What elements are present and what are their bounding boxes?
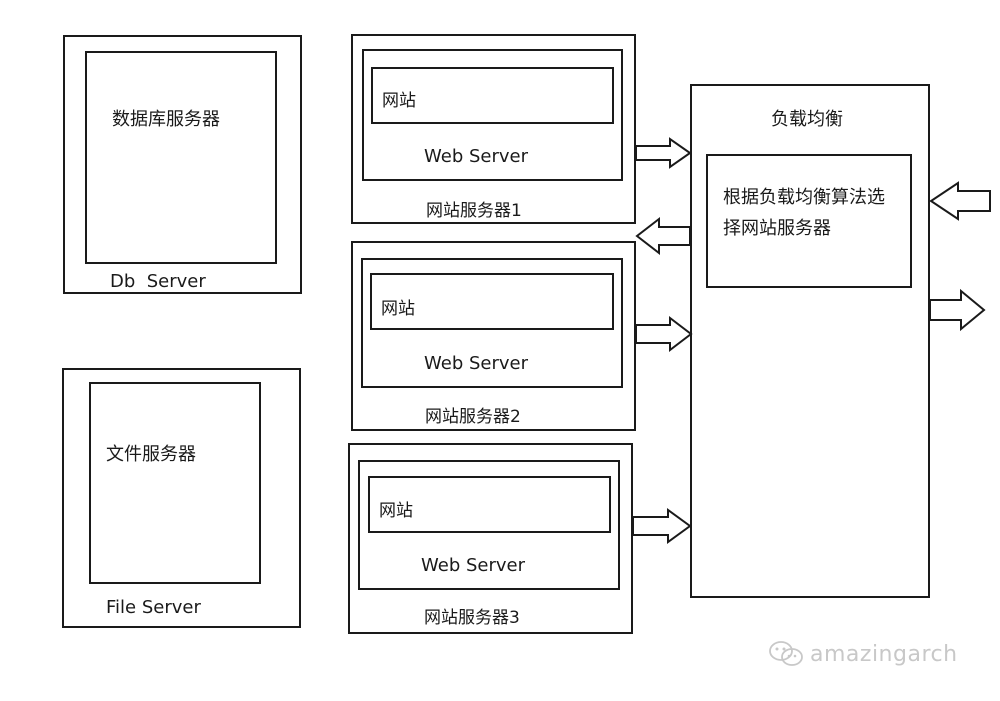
web-server-1-site-label: 网站 [382, 91, 416, 111]
web-server-3-site-box [368, 476, 611, 533]
file-server-label: File Server [106, 597, 201, 618]
load-balancer-algorithm-line2: 择网站服务器 [723, 218, 831, 239]
web-server-3-engine-label: Web Server [421, 555, 525, 576]
wechat-icon [769, 641, 803, 666]
web-server-2-site-label: 网站 [381, 299, 415, 319]
arrow-client-to-lb [929, 181, 991, 221]
web-server-1-site-box [371, 67, 614, 124]
web-server-3-site-label: 网站 [379, 501, 413, 521]
db-server-inner-box [85, 51, 277, 264]
web-server-2-engine-label: Web Server [424, 353, 528, 374]
load-balancer-algorithm-line1: 根据负载均衡算法选 [723, 187, 885, 208]
web-server-1-engine-label: Web Server [424, 146, 528, 167]
arrow-ws2-to-lb [635, 315, 693, 353]
db-server-label: Db Server [110, 271, 206, 292]
db-server-inner-label: 数据库服务器 [112, 109, 220, 130]
web-server-2-caption: 网站服务器2 [425, 407, 521, 427]
file-server-inner-label: 文件服务器 [106, 444, 196, 465]
arrow-ws1-to-lb [635, 137, 692, 169]
web-server-3-caption: 网站服务器3 [424, 608, 520, 628]
arrow-ws3-to-lb [632, 508, 692, 544]
watermark-text: amazingarch [810, 641, 958, 667]
web-server-1-caption: 网站服务器1 [426, 201, 522, 221]
file-server-inner-box [89, 382, 261, 584]
watermark: amazingarch [768, 640, 958, 668]
arrow-lb-to-ws1 [635, 216, 691, 256]
web-server-2-site-box [370, 273, 614, 330]
load-balancer-algorithm-box [706, 154, 912, 288]
load-balancer-title: 负载均衡 [771, 109, 843, 130]
arrow-lb-to-client [929, 288, 986, 332]
